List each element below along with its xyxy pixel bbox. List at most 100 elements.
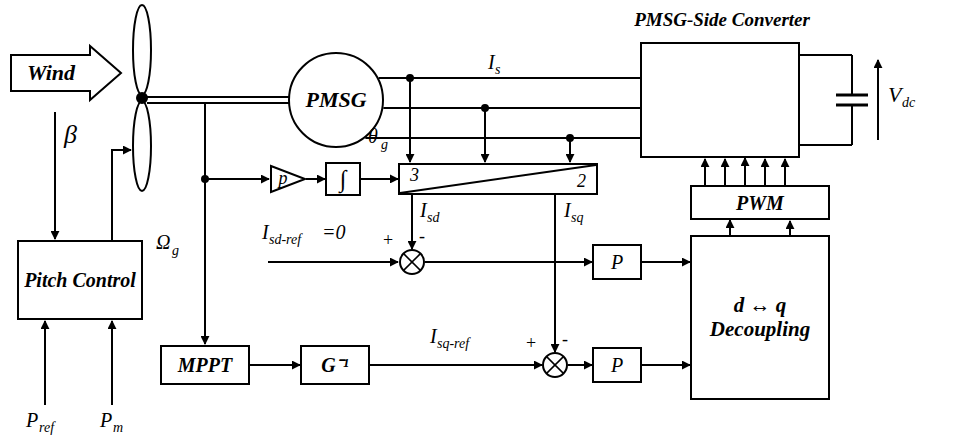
signal-label: m <box>113 421 123 435</box>
triangle-shape <box>271 166 305 192</box>
cross-mark <box>404 254 421 271</box>
process-box: Pitch Control <box>17 240 143 320</box>
signal-label: sq <box>571 211 583 225</box>
circle-shape <box>289 53 383 147</box>
turbine-hub <box>137 93 147 103</box>
signal-label: s <box>495 63 500 77</box>
converter-box: PMSG-Side Converter <box>640 42 800 158</box>
node-text: Pitch Control <box>24 269 136 291</box>
process-box: d ↔ q Decoupling <box>690 235 830 400</box>
signal-label: P <box>26 410 38 430</box>
reference-arrow <box>111 321 113 405</box>
gate-arrow <box>784 159 786 185</box>
current-tap <box>484 108 486 162</box>
connector <box>250 364 300 366</box>
connector <box>729 220 731 235</box>
controller-box: P <box>592 347 642 383</box>
capacitor-symbol <box>836 104 868 107</box>
transform-box: 32 <box>398 163 598 195</box>
reference-arrow <box>44 321 46 405</box>
signal-label: =0 <box>322 222 346 242</box>
connector <box>361 178 398 180</box>
gate-arrow <box>764 159 766 185</box>
cross-mark <box>547 357 564 374</box>
node-text: P <box>611 251 623 273</box>
connector <box>383 107 640 109</box>
sum-outline <box>542 352 568 378</box>
signal-label: sd <box>427 211 439 225</box>
signal-label: I <box>262 222 269 242</box>
dc-bus <box>800 54 852 56</box>
node-text: p <box>279 169 288 189</box>
sum-outline <box>399 249 425 275</box>
signal-label: P <box>100 410 112 430</box>
controller-box: P <box>592 244 642 280</box>
pitch-signal <box>54 112 56 239</box>
pitch-signal <box>112 150 131 240</box>
gain-triangle: p <box>270 165 306 193</box>
diagonal-line <box>400 165 596 193</box>
circle-shape <box>400 250 424 274</box>
speed-signal <box>204 103 206 344</box>
connector <box>642 364 690 366</box>
signal-label: g <box>172 244 179 258</box>
cross-mark <box>547 357 564 374</box>
junction-dot <box>202 176 208 182</box>
capacitor-symbol <box>851 105 853 145</box>
wind-arrow: Wind <box>10 45 122 101</box>
node-text: P <box>611 354 623 376</box>
arrow-shape <box>11 46 121 100</box>
signal-label: I <box>488 52 495 72</box>
node-text: ∫ <box>340 166 347 192</box>
signal-label: g <box>381 138 388 152</box>
voltage-arrow <box>877 60 879 140</box>
summing-junction: +- <box>399 249 425 275</box>
process-box: MPPT <box>160 345 250 385</box>
node-text: - <box>419 227 425 247</box>
cross-mark <box>404 254 421 271</box>
connector <box>411 195 413 249</box>
dc-bus <box>800 144 852 146</box>
node-text: Wind <box>27 61 75 85</box>
connector <box>425 261 592 263</box>
node-text: G⁻¹ <box>321 354 348 376</box>
signal-label: dc <box>902 96 915 110</box>
connector <box>370 364 542 366</box>
connector <box>642 261 690 263</box>
connector <box>365 137 640 139</box>
split-outline <box>400 165 596 193</box>
signal-label: V <box>888 84 901 106</box>
capacitor-symbol <box>851 55 853 95</box>
capacitor-symbol <box>836 94 868 97</box>
node-text: PMSG <box>305 88 366 112</box>
signal-label: I <box>430 326 437 346</box>
node-text: + <box>526 334 536 354</box>
summing-junction: +- <box>542 352 568 378</box>
shaft <box>147 96 290 98</box>
control-arrow <box>789 221 791 235</box>
gate-arrow <box>704 159 706 185</box>
connector <box>306 178 325 180</box>
tri-outline <box>270 165 306 193</box>
connector <box>744 158 746 185</box>
circle-shape <box>543 353 567 377</box>
turbine-blade <box>133 5 151 95</box>
node-text: 3 <box>410 166 419 186</box>
signal-label: sq-ref <box>437 337 469 351</box>
turbine-blade <box>133 101 151 191</box>
gate-arrow <box>724 159 726 185</box>
node-text: PWM <box>736 192 784 214</box>
shaft <box>147 102 290 104</box>
process-box: G⁻¹ <box>300 345 370 385</box>
signal-label: Ω <box>156 232 170 252</box>
current-tap <box>409 78 411 162</box>
connector <box>379 77 640 79</box>
node-text: - <box>562 330 568 350</box>
signal-label: β <box>64 122 77 148</box>
process-box: PWM <box>690 185 830 220</box>
signal-label: sd-ref <box>269 233 301 247</box>
connector <box>568 364 592 366</box>
connector <box>554 195 556 352</box>
speed-signal <box>205 178 269 180</box>
integrator-box: ∫ <box>325 162 361 196</box>
